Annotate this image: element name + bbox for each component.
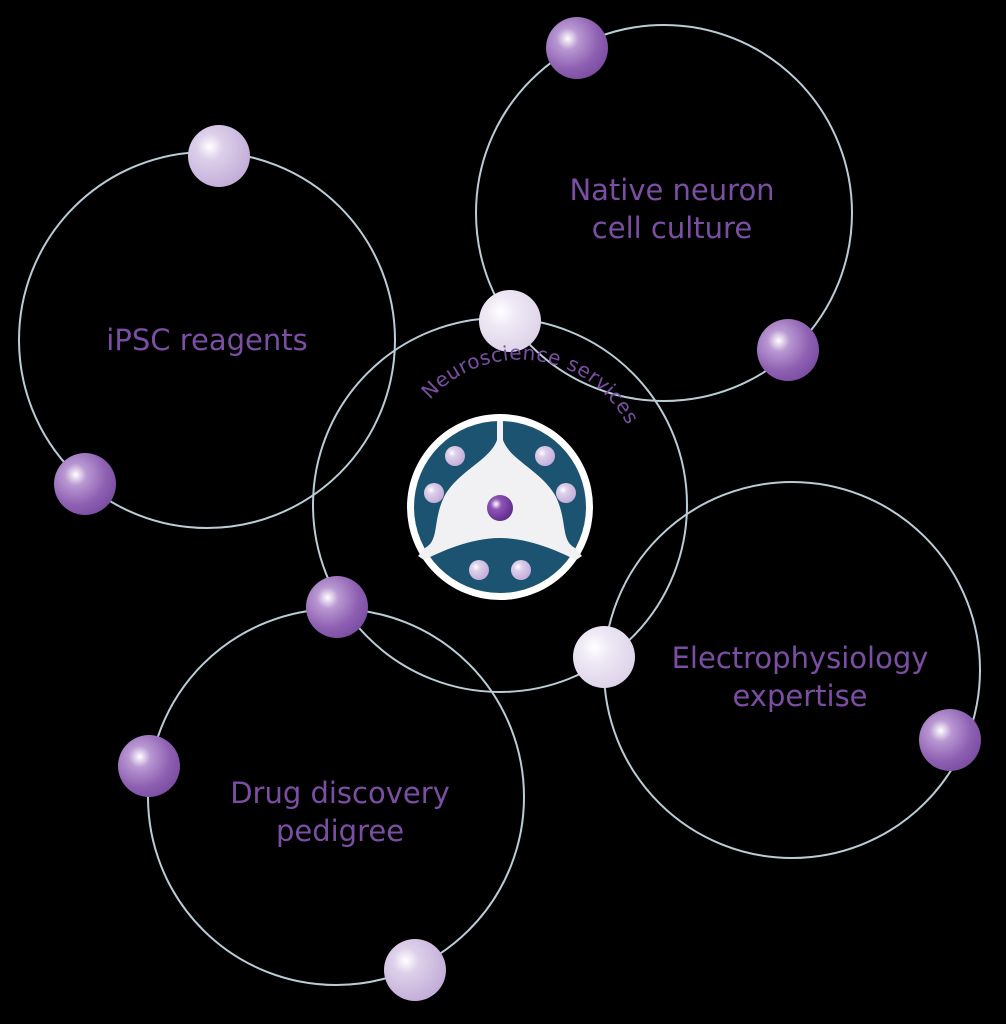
sphere-node-icon [573, 626, 635, 688]
node-label-line: cell culture [591, 211, 753, 245]
node-label-ipsc: iPSC reagents [106, 321, 307, 359]
sphere-node-icon [54, 453, 116, 515]
sphere-layer [54, 17, 981, 1001]
neuron-cell-icon [407, 414, 593, 600]
node-label-line: Electrophysiology [671, 641, 929, 675]
sphere-node-icon [757, 319, 819, 381]
node-label-line: Drug discovery [230, 776, 450, 810]
sphere-node-icon [546, 17, 608, 79]
sphere-node-icon [306, 576, 368, 638]
sphere-node-icon [188, 125, 250, 187]
sphere-node-icon [118, 735, 180, 797]
node-label-line: Native neuron [569, 173, 775, 207]
node-label-native: Native neuron cell culture [569, 171, 774, 247]
ring-native [475, 24, 853, 402]
node-label-line: pedigree [275, 814, 405, 848]
sphere-node-icon [384, 939, 446, 1001]
node-label-line: iPSC reagents [106, 323, 308, 357]
node-label-drug: Drug discovery pedigree [230, 774, 450, 850]
node-label-line: expertise [732, 679, 868, 713]
sphere-node-icon [479, 290, 541, 352]
sphere-node-icon [919, 709, 981, 771]
node-label-electro: Electrophysiology expertise [672, 639, 929, 715]
